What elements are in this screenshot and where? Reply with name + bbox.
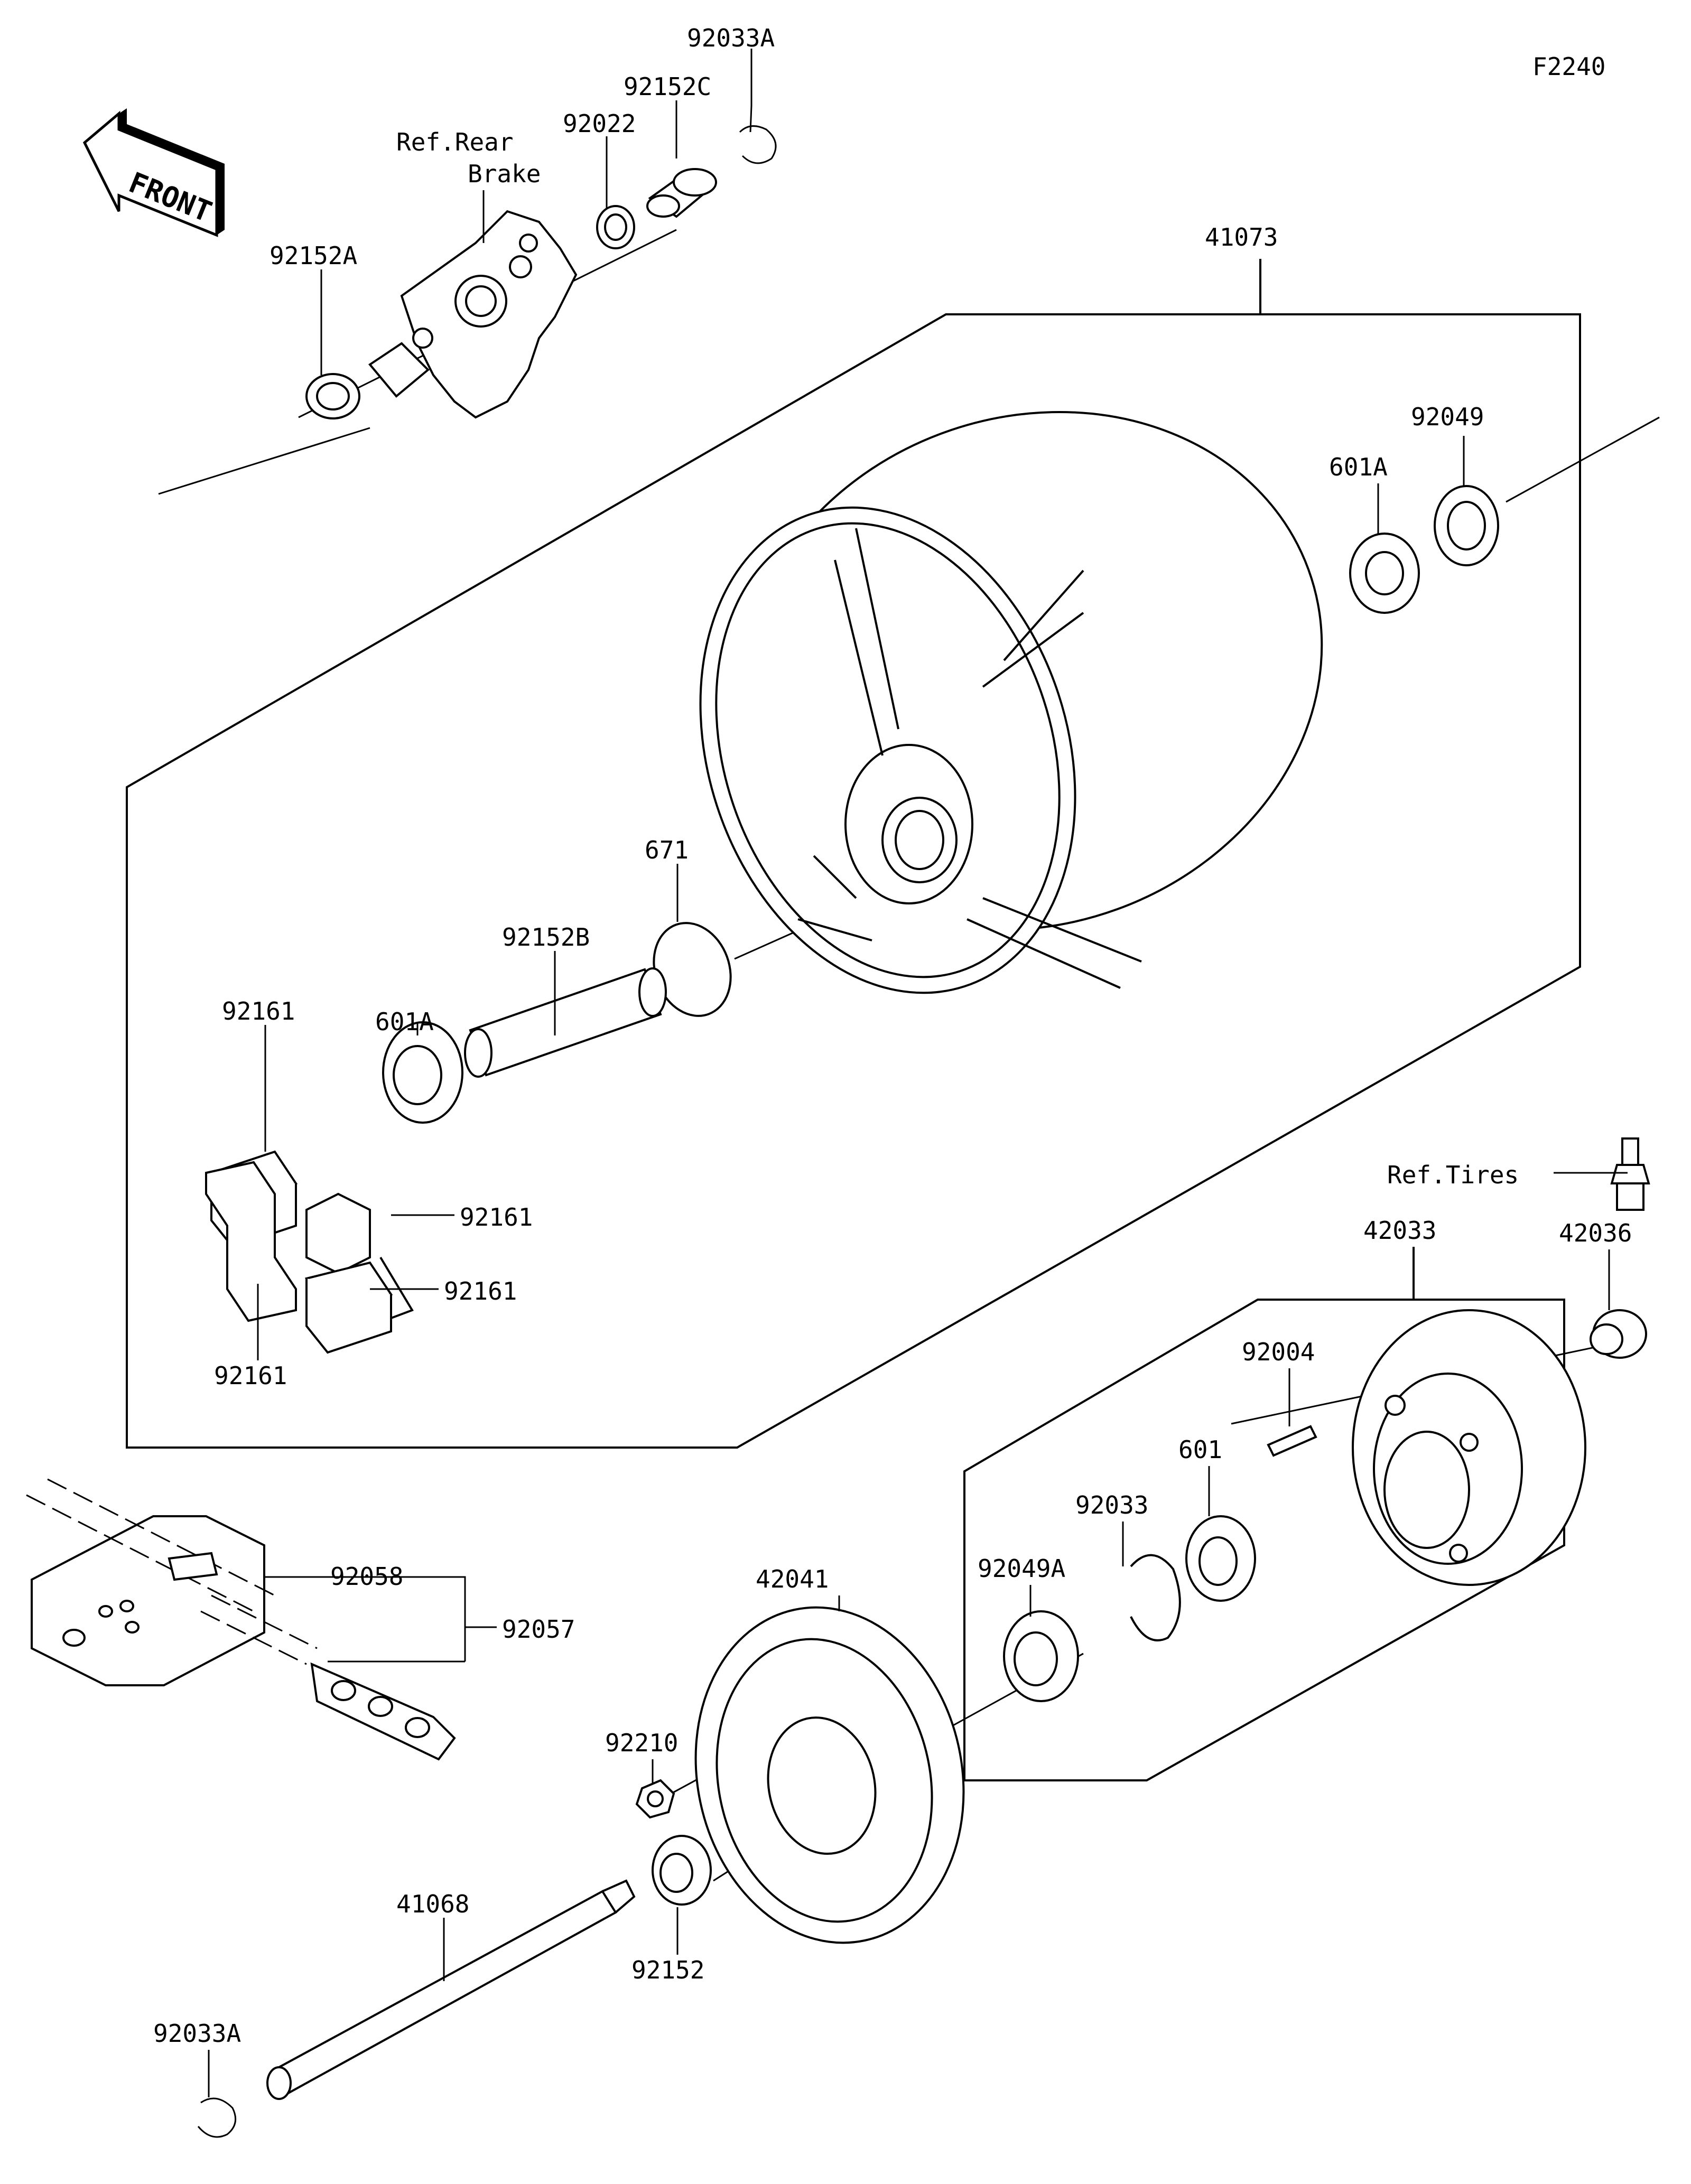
label-42033: 42033 <box>1363 1216 1436 1245</box>
collar-92152c <box>646 168 717 218</box>
axle-41068 <box>266 1879 636 2100</box>
rear-brake-bracket <box>368 210 578 419</box>
bearing-601 <box>1185 1515 1256 1602</box>
damper-92161-bottom <box>205 1161 297 1322</box>
label-ref-tires: Ref.Tires <box>1387 1161 1519 1189</box>
label-41073: 41073 <box>1205 223 1278 251</box>
label-601a-right: 601A <box>1329 453 1388 481</box>
label-92152b: 92152B <box>502 923 590 951</box>
label-41068: 41068 <box>396 1890 469 1918</box>
label-92152a: 92152A <box>270 241 357 270</box>
diagram-code: F2240 <box>1532 52 1605 81</box>
label-92161-top: 92161 <box>222 997 295 1025</box>
drive-chain-92057 <box>26 1478 456 1761</box>
tire-valve-icon <box>1610 1137 1650 1211</box>
label-601: 601 <box>1178 1435 1222 1464</box>
bearing-601a-right <box>1349 533 1420 614</box>
label-92049a: 92049A <box>978 1554 1065 1583</box>
collar-92152 <box>652 1835 712 1906</box>
label-92161-low: 92161 <box>444 1277 517 1305</box>
washer-92022 <box>596 205 635 249</box>
label-92058: 92058 <box>330 1562 403 1591</box>
label-92152: 92152 <box>631 1956 704 1984</box>
collar-92152b <box>464 967 667 1078</box>
label-92210: 92210 <box>605 1729 678 1757</box>
rear-wheel <box>699 410 1323 994</box>
clip-92033a-top <box>739 125 777 164</box>
label-42041: 42041 <box>756 1565 829 1593</box>
label-92161-mid: 92161 <box>460 1203 533 1231</box>
label-671: 671 <box>645 836 689 864</box>
label-92022: 92022 <box>563 109 636 138</box>
rear-sprocket-42041 <box>694 1606 965 1944</box>
label-92057: 92057 <box>502 1615 575 1644</box>
label-92033: 92033 <box>1075 1491 1148 1519</box>
bearing-601a-left <box>382 1021 463 1124</box>
clip-92033a-bottom <box>197 2097 237 2138</box>
label-92033a-top: 92033A <box>687 24 775 52</box>
hub-assembly-box <box>963 1299 1565 1781</box>
label-ref-brake: Brake <box>468 160 541 188</box>
label-ref-rear: Ref.Rear <box>396 128 514 156</box>
collar-92152a <box>305 373 360 419</box>
label-92161-bottom: 92161 <box>214 1361 287 1390</box>
label-92049: 92049 <box>1411 403 1484 431</box>
seal-92049a <box>1003 1610 1079 1702</box>
label-92152c: 92152C <box>624 72 711 101</box>
wheel-assembly-box <box>126 313 1581 1449</box>
front-arrow-icon: FRONT <box>82 108 225 237</box>
nut-92210 <box>635 1779 675 1819</box>
label-42036: 42036 <box>1559 1219 1632 1247</box>
sprocket-hub-42033 <box>1352 1309 1586 1586</box>
stud-92004 <box>1267 1425 1317 1457</box>
label-92004: 92004 <box>1242 1338 1315 1366</box>
label-601a-left: 601A <box>375 1007 434 1036</box>
seal-92049 <box>1434 485 1499 566</box>
collar-42036 <box>1590 1309 1647 1359</box>
label-92033a-bottom: 92033A <box>153 2019 241 2048</box>
damper-92161-low <box>304 1261 393 1354</box>
circlip-92033 <box>1130 1554 1181 1641</box>
